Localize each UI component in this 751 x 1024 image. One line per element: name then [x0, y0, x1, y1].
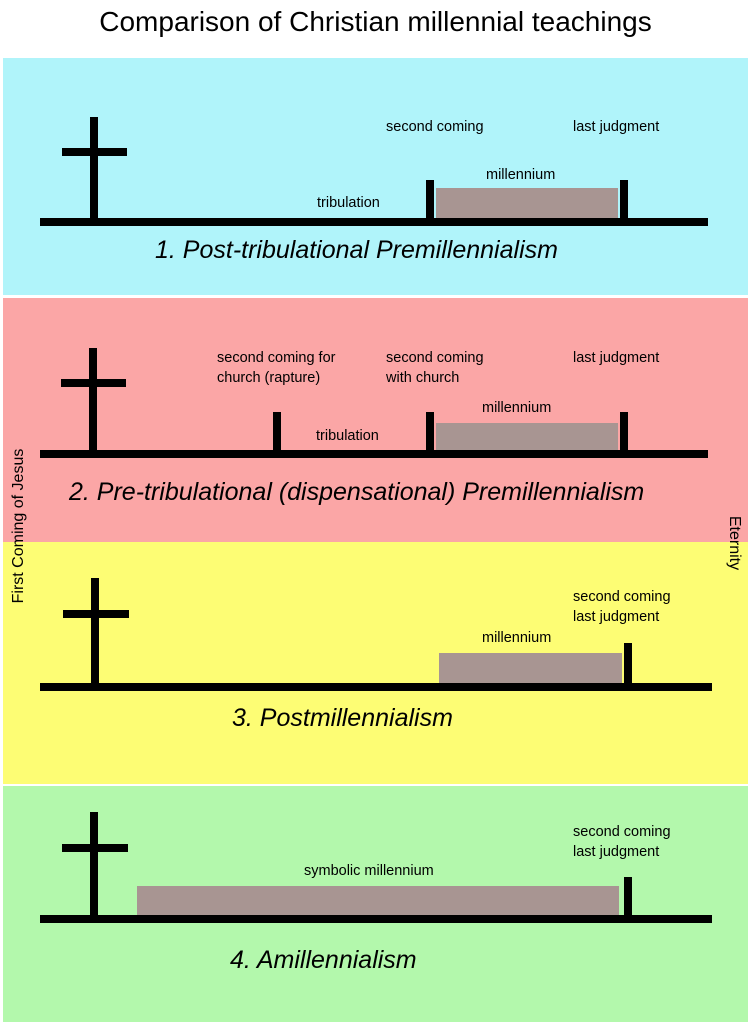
second-coming-marker — [624, 877, 632, 919]
timeline-line — [40, 218, 708, 226]
timeline-line — [40, 450, 708, 458]
cross-bar — [63, 610, 129, 618]
diagram-title: Comparison of Christian millennial teach… — [99, 6, 652, 37]
millennium-bar — [436, 423, 618, 450]
rapture-marker — [273, 412, 281, 452]
second-coming-marker — [624, 643, 632, 685]
last-judgment-marker — [620, 180, 628, 220]
second-coming-label-line: second coming — [573, 589, 671, 605]
panel-title: 3. Postmillennialism — [232, 704, 453, 732]
cross-icon — [90, 117, 98, 222]
panel-title: 4. Amillennialism — [230, 946, 417, 974]
last-judgment-label-line: last judgment — [573, 844, 660, 860]
tribulation-label: tribulation — [317, 195, 380, 211]
second-coming-label: second coming — [386, 119, 484, 135]
panel-post-tribulational — [3, 58, 748, 295]
tribulation-label: tribulation — [316, 428, 379, 444]
cross-bar — [61, 379, 126, 387]
second-coming-label-line: second coming — [386, 350, 484, 366]
first-coming-side-label: First Coming of Jesus — [10, 448, 27, 604]
second-coming-label: second coming last judgment — [573, 587, 671, 627]
second-coming-label-line: with church — [386, 370, 460, 386]
second-coming-with-church-label: second coming with church — [386, 348, 484, 388]
timeline-line — [40, 915, 712, 923]
panel-title: 1. Post-tribulational Premillennialism — [155, 236, 558, 264]
cross-bar — [62, 148, 127, 156]
millennium-label: millennium — [486, 167, 556, 183]
cross-bar — [62, 844, 128, 852]
rapture-label-line: second coming for — [217, 350, 336, 366]
second-coming-marker — [426, 180, 434, 220]
cross-icon — [91, 578, 99, 686]
millennium-bar — [137, 886, 619, 915]
cross-icon — [90, 812, 98, 919]
last-judgment-label: last judgment — [573, 350, 660, 366]
timeline-line — [40, 683, 712, 691]
panel-postmillennialism — [3, 542, 748, 784]
rapture-label-line: church (rapture) — [217, 370, 321, 386]
second-coming-label: second coming last judgment — [573, 822, 671, 862]
second-coming-label-line: second coming — [573, 824, 671, 840]
cross-icon — [89, 348, 97, 454]
rapture-label: second coming for church (rapture) — [217, 348, 335, 388]
symbolic-millennium-label: symbolic millennium — [304, 863, 434, 879]
last-judgment-marker — [620, 412, 628, 452]
eternity-side-label: Eternity — [726, 515, 743, 571]
last-judgment-label: last judgment — [573, 119, 660, 135]
last-judgment-label-line: last judgment — [573, 609, 660, 625]
millennium-label: millennium — [482, 630, 552, 646]
panel-title: 2. Pre-tribulational (dispensational) Pr… — [69, 478, 645, 506]
millennium-label: millennium — [482, 400, 552, 416]
millennium-bar — [436, 188, 618, 218]
millennium-bar — [439, 653, 622, 683]
second-coming-marker — [426, 412, 434, 452]
